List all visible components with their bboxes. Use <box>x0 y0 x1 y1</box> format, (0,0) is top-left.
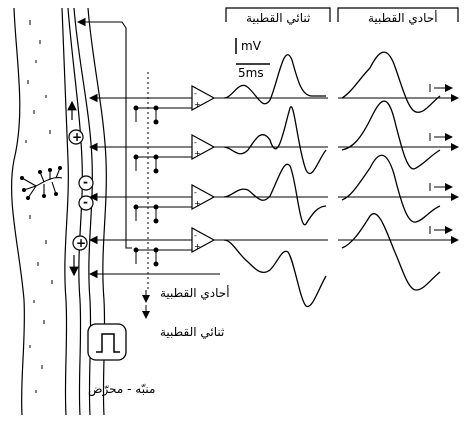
charge-circle <box>68 129 84 145</box>
monopolar-waveform <box>341 51 441 113</box>
reference-wire <box>78 21 132 249</box>
amplifier-triangle <box>191 183 216 211</box>
junction-dot <box>153 168 159 174</box>
charge-circle <box>72 235 88 251</box>
recording-channels: - + - + - + - + <box>88 51 459 308</box>
charge-circle <box>78 175 94 191</box>
charge-sign-1: + <box>72 130 83 144</box>
fiber-texture <box>25 20 53 393</box>
charge-sign-2: - <box>83 175 88 189</box>
stimulator-box <box>87 323 127 361</box>
amplifier-plus-sign: + <box>194 242 201 251</box>
amplifier-plus-sign: + <box>194 100 201 109</box>
monopolar-header: أحادي القطبية <box>368 11 438 25</box>
stimulator-label: منبّه - محرّض <box>88 382 156 396</box>
bipolar-legend: ثنائي القطبية <box>160 325 225 339</box>
amplifier-minus-sign: - <box>194 89 197 98</box>
terminal-boutons <box>20 166 62 200</box>
junction-dot <box>153 261 159 267</box>
monopolar-legend: أحادي القطبية <box>160 286 230 300</box>
charge-markers <box>68 129 94 251</box>
junction-dot <box>133 154 139 160</box>
junction-dot <box>153 119 159 125</box>
monopolar-waveform <box>341 154 441 223</box>
amplifier-triangle <box>191 226 216 254</box>
amplifier-triangle <box>191 84 216 112</box>
monopolar-waveform <box>341 213 441 291</box>
bipolar-waveform <box>223 163 327 226</box>
bipolar-waveform <box>223 239 327 308</box>
bipolar-header: ثنائي القطبية <box>246 11 311 25</box>
square-pulse-icon <box>96 333 120 353</box>
junction-dot <box>133 247 139 253</box>
monopolar-header-bracket <box>337 7 459 22</box>
bipolar-waveform <box>223 106 327 174</box>
amplifier-minus-sign: - <box>194 231 197 240</box>
junction-dot <box>153 218 159 224</box>
bipolar-header-bracket <box>225 7 331 22</box>
amplifier-triangle <box>191 133 216 161</box>
junction-dot <box>133 105 139 111</box>
amplifier-minus-sign: - <box>194 138 197 147</box>
monopolar-waveform <box>341 100 441 170</box>
voltage-scale-label: mV <box>241 39 261 53</box>
time-scale-label: 5ms <box>238 66 264 80</box>
amplifier-minus-sign: - <box>194 188 197 197</box>
junction-dot <box>133 204 139 210</box>
amplifier-plus-sign: + <box>194 149 201 158</box>
bipolar-waveform <box>223 54 326 105</box>
charge-sign-3: - <box>83 195 88 209</box>
charge-sign-4: + <box>76 236 87 250</box>
amplifier-plus-sign: + <box>194 199 201 208</box>
